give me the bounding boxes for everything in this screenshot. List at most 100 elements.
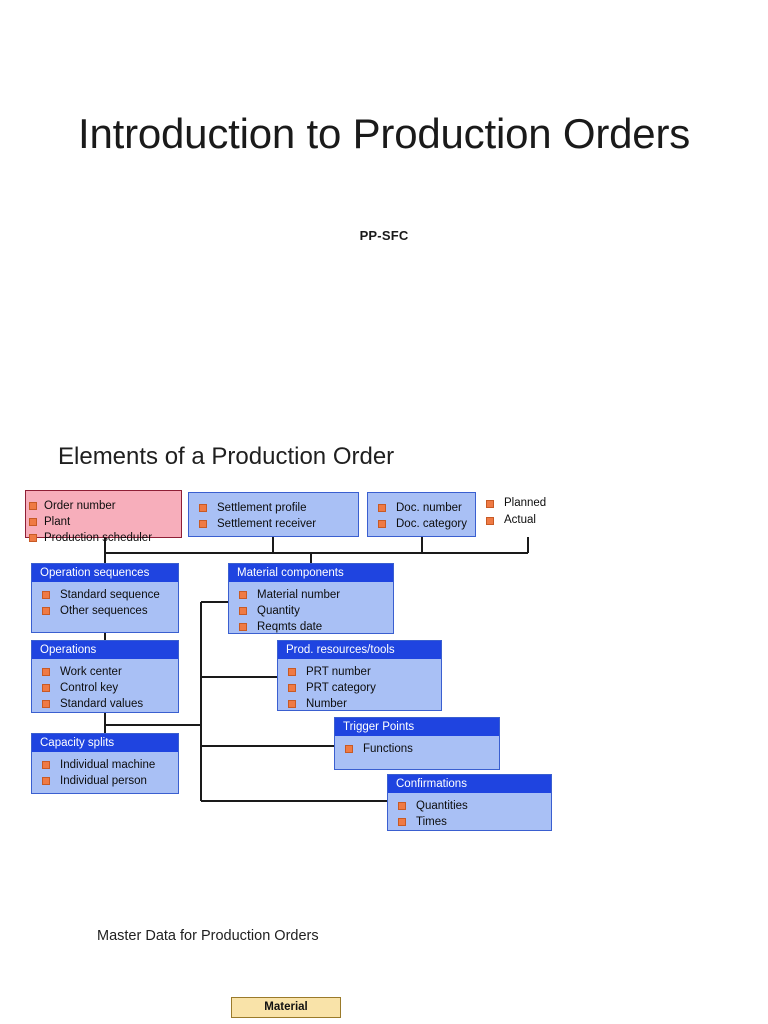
node-body: Material number Quantity Reqmts date (229, 582, 393, 641)
node-trigger-points[interactable]: Trigger Points Functions (334, 717, 500, 770)
node-header: Material components (229, 564, 393, 582)
node-prod-resources-tools[interactable]: Prod. resources/tools PRT number PRT cat… (277, 640, 442, 711)
node-body: Settlement profile Settlement receiver (189, 493, 358, 538)
node-body: Doc. number Doc. category (368, 493, 475, 538)
list-item-label: Quantity (257, 605, 300, 617)
square-bullet-icon (42, 700, 50, 708)
list-item-label: Standard sequence (60, 589, 160, 601)
list-item-label: Times (416, 816, 447, 828)
slide-subtitle: PP-SFC (359, 228, 409, 243)
square-bullet-icon (239, 591, 247, 599)
square-bullet-icon (398, 818, 406, 826)
node-operations[interactable]: Operations Work center Control key Stand… (31, 640, 179, 713)
list-item: PRT number (278, 664, 441, 680)
node-header: Capacity splits (32, 734, 178, 752)
square-bullet-icon (345, 745, 353, 753)
list-item-label: Work center (60, 666, 122, 678)
list-item: Standard sequence (32, 587, 178, 603)
node-header: Operation sequences (32, 564, 178, 582)
square-bullet-icon (199, 520, 207, 528)
section-heading: Elements of a Production Order (58, 443, 395, 470)
square-bullet-icon (29, 502, 37, 510)
legend-planned-actual: Planned Actual (484, 495, 574, 529)
material-tag: Material (231, 997, 341, 1018)
square-bullet-icon (486, 500, 494, 508)
list-item: Order number (26, 498, 181, 514)
list-item: Doc. number (368, 500, 475, 516)
list-item: Material number (229, 587, 393, 603)
list-item: Individual person (32, 773, 178, 789)
square-bullet-icon (29, 518, 37, 526)
list-item-label: Standard values (60, 698, 144, 710)
list-item: Individual machine (32, 757, 178, 773)
node-body: Order number Plant Production scheduler (26, 491, 181, 552)
square-bullet-icon (239, 623, 247, 631)
list-item-label: PRT category (306, 682, 376, 694)
square-bullet-icon (486, 517, 494, 525)
list-item: Work center (32, 664, 178, 680)
list-item-label: Quantities (416, 800, 468, 812)
node-body: Quantities Times (388, 793, 551, 836)
square-bullet-icon (288, 668, 296, 676)
square-bullet-icon (42, 684, 50, 692)
list-item: Planned (484, 495, 574, 512)
square-bullet-icon (29, 534, 37, 542)
list-item: Functions (335, 741, 499, 757)
node-body: Functions (335, 736, 499, 763)
node-body: Standard sequence Other sequences (32, 582, 178, 625)
list-item-label: Order number (44, 500, 116, 512)
square-bullet-icon (42, 668, 50, 676)
square-bullet-icon (42, 761, 50, 769)
node-body: PRT number PRT category Number (278, 659, 441, 718)
list-item-label: Doc. number (396, 502, 462, 514)
list-item-label: Functions (363, 743, 413, 755)
square-bullet-icon (199, 504, 207, 512)
node-settlement[interactable]: Settlement profile Settlement receiver (188, 492, 359, 537)
list-item-label: Individual machine (60, 759, 156, 771)
node-order-number[interactable]: Order number Plant Production scheduler (25, 490, 182, 544)
square-bullet-icon (288, 684, 296, 692)
list-item-label: Number (306, 698, 347, 710)
square-bullet-icon (239, 607, 247, 615)
list-item-label: Production scheduler (44, 532, 153, 544)
list-item-label: Doc. category (396, 518, 467, 530)
list-item-label: Settlement receiver (217, 518, 317, 530)
square-bullet-icon (42, 777, 50, 785)
list-item: Control key (32, 680, 178, 696)
list-item-label: Control key (60, 682, 119, 694)
node-header: Trigger Points (335, 718, 499, 736)
node-capacity-splits[interactable]: Capacity splits Individual machine Indiv… (31, 733, 179, 794)
list-item: Standard values (32, 696, 178, 712)
list-item-label: Settlement profile (217, 502, 307, 514)
node-header: Prod. resources/tools (278, 641, 441, 659)
list-item: Quantity (229, 603, 393, 619)
node-body: Work center Control key Standard values (32, 659, 178, 718)
list-item-label: Material number (257, 589, 341, 601)
list-item-label: Planned (504, 497, 547, 509)
node-material-components[interactable]: Material components Material number Quan… (228, 563, 394, 634)
square-bullet-icon (378, 520, 386, 528)
list-item: Reqmts date (229, 619, 393, 635)
list-item: Times (388, 814, 551, 830)
list-item: Number (278, 696, 441, 712)
node-operation-sequences[interactable]: Operation sequences Standard sequence Ot… (31, 563, 179, 633)
square-bullet-icon (288, 700, 296, 708)
square-bullet-icon (398, 802, 406, 810)
list-item-label: PRT number (306, 666, 371, 678)
list-item: Settlement profile (189, 500, 358, 516)
list-item: Plant (26, 514, 181, 530)
list-item: Quantities (388, 798, 551, 814)
node-document[interactable]: Doc. number Doc. category (367, 492, 476, 537)
list-item: Production scheduler (26, 530, 181, 546)
list-item-label: Reqmts date (257, 621, 323, 633)
node-confirmations[interactable]: Confirmations Quantities Times (387, 774, 552, 831)
node-header: Operations (32, 641, 178, 659)
list-item: Actual (484, 512, 574, 529)
node-body: Individual machine Individual person (32, 752, 178, 795)
list-item: Doc. category (368, 516, 475, 532)
list-item-label: Actual (504, 514, 536, 526)
list-item-label: Individual person (60, 775, 147, 787)
list-item: Other sequences (32, 603, 178, 619)
square-bullet-icon (42, 607, 50, 615)
